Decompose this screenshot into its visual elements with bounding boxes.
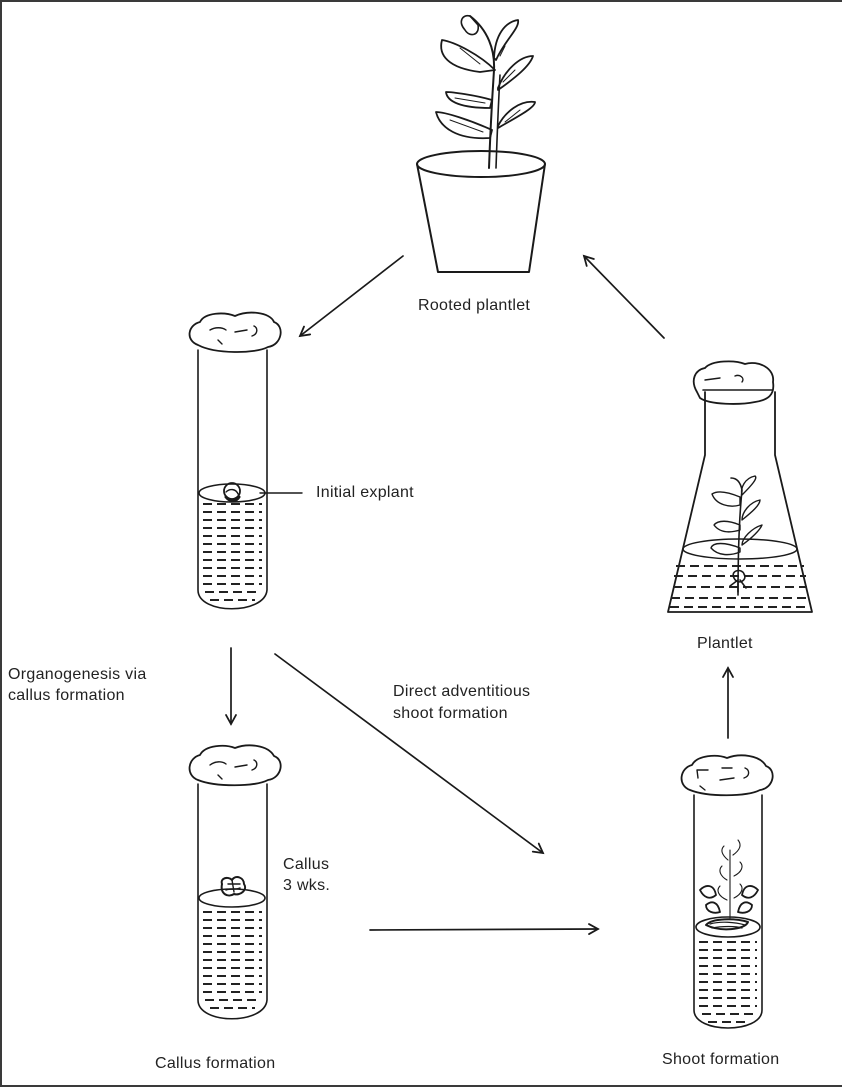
tube-outline: [197, 783, 268, 1020]
label-callus-formation: Callus formation: [155, 1055, 276, 1072]
test-tube-callus: [188, 744, 282, 1020]
cotton-plug-icon: [188, 744, 282, 787]
flask-outline: [667, 391, 813, 613]
label-direct-line2: shoot formation: [393, 705, 508, 722]
plant-icon: [435, 14, 536, 169]
pot-icon: [416, 150, 546, 273]
culture-medium: [670, 565, 810, 608]
cotton-plug-icon: [680, 754, 774, 797]
arrow-plantlet-to-rooted: [582, 254, 665, 339]
label-organogenesis-line1: Organogenesis via: [8, 666, 147, 683]
culture-medium: [203, 503, 262, 601]
label-initial-explant: Initial explant: [316, 484, 414, 501]
flask-plantlet: [667, 360, 813, 613]
label-callus: Callus: [283, 856, 330, 873]
arrow-explant-to-shoot: [274, 653, 545, 855]
arrow-rooted-to-explant: [298, 255, 404, 338]
explant-icon: [223, 482, 241, 503]
plantlet-icon: [710, 475, 763, 596]
cotton-plug-icon: [188, 311, 282, 353]
tube-outline: [693, 794, 763, 1029]
label-rooted-plantlet: Rooted plantlet: [418, 297, 531, 314]
culture-medium: [699, 941, 757, 1023]
test-tube-shoot: [680, 754, 774, 1029]
label-plantlet: Plantlet: [697, 635, 753, 652]
label-shoot-formation: Shoot formation: [662, 1051, 780, 1068]
label-direct-line1: Direct adventitious: [393, 683, 531, 700]
arrow-callus-to-shoot: [369, 923, 600, 935]
potted-plant-illustration: [416, 14, 546, 273]
shoots-icon: [699, 839, 759, 931]
callus-icon: [220, 876, 246, 897]
tube-outline: [197, 349, 268, 610]
culture-medium: [203, 911, 262, 1009]
label-organogenesis-line2: callus formation: [8, 687, 125, 704]
test-tube-initial-explant: [188, 311, 303, 610]
cotton-plug-icon: [692, 360, 775, 405]
label-callus-duration: 3 wks.: [283, 877, 331, 894]
